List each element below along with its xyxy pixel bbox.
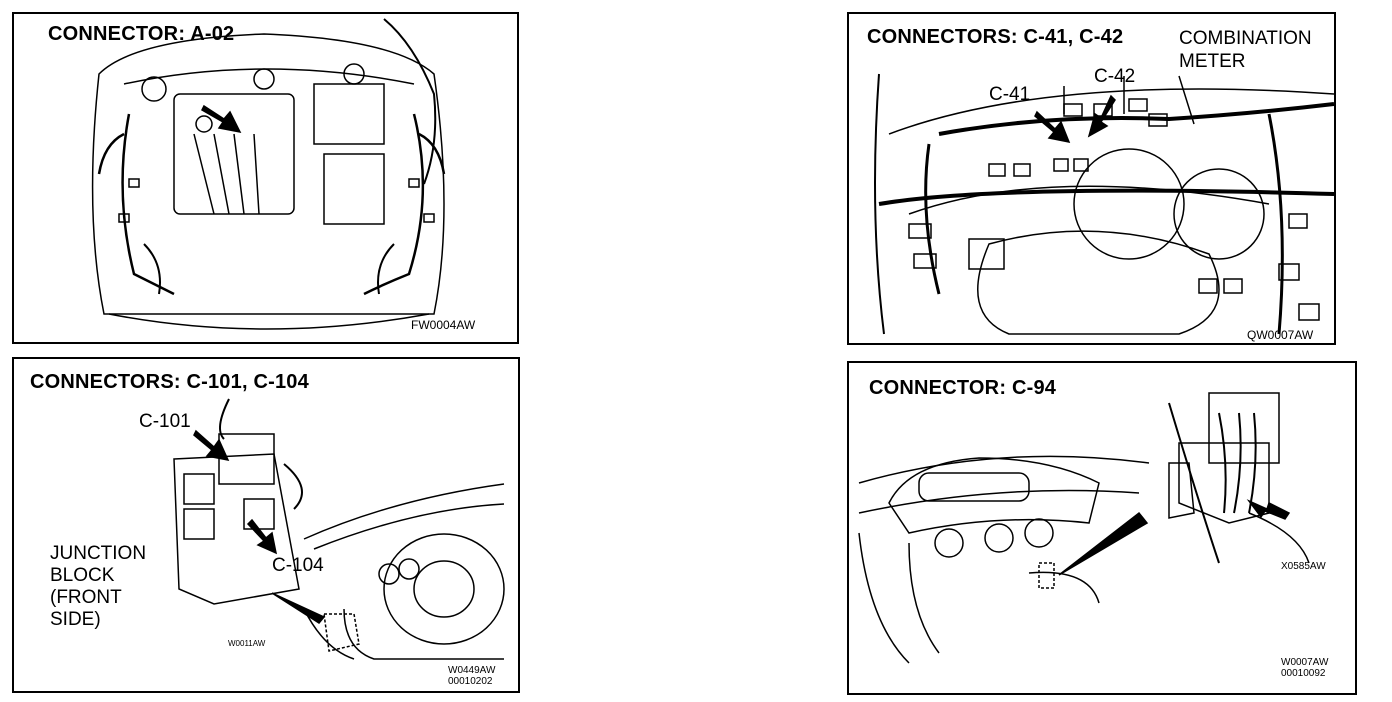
label-c101: C-101 (139, 411, 191, 432)
figure-code-line1: W0007AW (1281, 657, 1329, 668)
label-c42: C-42 (1094, 66, 1136, 87)
label-combination: COMBINATION (1179, 28, 1312, 49)
dashboard-harness-illustration (874, 73, 1334, 335)
label-front: (FRONT (50, 587, 122, 608)
panel-connector-a02: CONNECTOR: A-02 FW0004AW (12, 12, 519, 344)
inner-figure-code: X0585AW (1281, 561, 1326, 572)
panel-title: CONNECTOR: C-94 (869, 377, 1057, 399)
label-junction: JUNCTION (50, 543, 147, 564)
panel-connector-c94: CONNECTOR: C-94 X0585AW W0007AW 00010092 (847, 361, 1357, 695)
figure-code-line2: 00010202 (448, 676, 493, 687)
label-c41: C-41 (989, 84, 1031, 105)
inner-figure-code: W0011AW (228, 639, 266, 648)
panel-title: CONNECTORS: C-41, C-42 (867, 26, 1124, 48)
engine-bay-illustration (91, 18, 446, 330)
junction-block-illustration (173, 398, 505, 660)
figure-code-line2: 00010092 (1281, 668, 1326, 679)
label-c104: C-104 (272, 555, 324, 576)
figure-code: QW0007AW (1247, 328, 1314, 342)
dash-connector-illustration (858, 392, 1310, 664)
panel-title: CONNECTOR: A-02 (48, 23, 235, 45)
label-meter: METER (1179, 51, 1246, 72)
figure-code-line1: W0449AW (448, 665, 496, 676)
label-block: BLOCK (50, 565, 115, 586)
panel-title: CONNECTORS: C-101, C-104 (30, 371, 309, 393)
panel-connectors-c101-c104: CONNECTORS: C-101, C-104 C-101 C-104 JUN… (12, 357, 520, 693)
panel-connectors-c41-c42: CONNECTORS: C-41, C-42 COMBINATION METER… (847, 12, 1336, 345)
figure-code: FW0004AW (411, 318, 476, 332)
label-side: SIDE) (50, 609, 101, 630)
